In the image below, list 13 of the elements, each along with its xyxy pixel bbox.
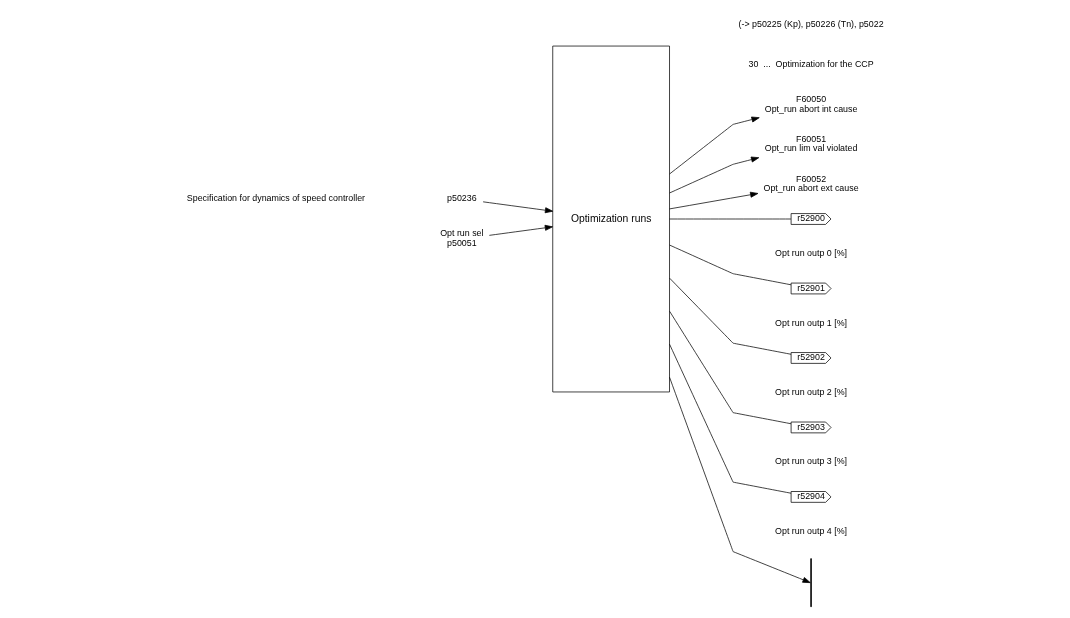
- node-label: Opt run outp 3 [%]: [775, 456, 848, 467]
- node-text: p50236: [447, 193, 477, 204]
- label: Specification for dynamics of speed controller: [186, 193, 366, 204]
- node-label: Opt run outp 4 [%]: [775, 525, 848, 536]
- node-text: F60052 Opt_run abort ext cause: [763, 173, 859, 194]
- node-text: Opt run sel p50051: [440, 228, 484, 249]
- label: 30 ... Optimization for the CCP: [748, 58, 874, 69]
- node-label: Opt run outp 2 [%]: [775, 387, 848, 397]
- label: (-> p50225 (Kp), p50226 (Tn), p5022: [738, 18, 884, 29]
- node-text: F60051 Opt_run lim val violated: [764, 133, 858, 154]
- node-label: Opt run outp 1 [%]: [775, 317, 848, 328]
- node-label: Opt run outp 0 [%]: [775, 248, 848, 259]
- node-text: F60050 Opt_run abort int cause: [764, 93, 858, 114]
